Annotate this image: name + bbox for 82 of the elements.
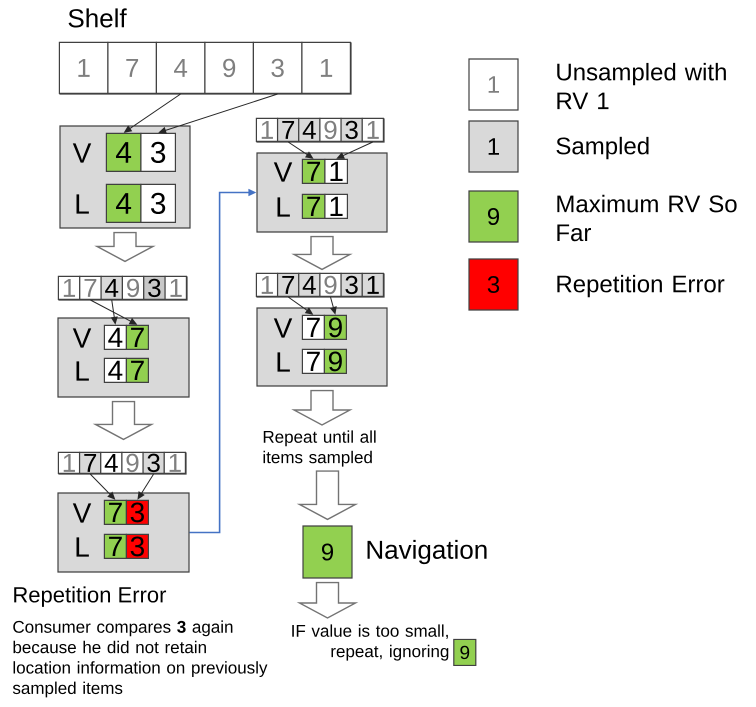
item-cell: 9 bbox=[319, 272, 342, 297]
item-cell: 4 bbox=[100, 452, 122, 474]
shelf-cell: 7 bbox=[107, 42, 158, 94]
item-strip bbox=[58, 452, 187, 475]
item-cell: 4 bbox=[298, 118, 320, 142]
item-cell: 7 bbox=[78, 452, 102, 474]
memory-cell: 4 bbox=[104, 324, 127, 350]
block-arrow bbox=[92, 400, 154, 440]
memory-cell: 3 bbox=[140, 184, 176, 223]
shelf-cell: 4 bbox=[156, 42, 206, 94]
memory-cell: 7 bbox=[302, 348, 325, 374]
shelf-cell: 1 bbox=[58, 42, 108, 94]
row-label: V bbox=[274, 318, 292, 338]
row-label: V bbox=[72, 328, 92, 348]
memory-cell: 4 bbox=[106, 132, 142, 172]
value-box: 9 bbox=[453, 638, 476, 666]
item-cell: 4 bbox=[298, 272, 320, 297]
row-label: L bbox=[76, 194, 89, 214]
item-cell: 4 bbox=[100, 276, 124, 300]
item-strip bbox=[256, 118, 385, 143]
block-arrow bbox=[296, 470, 358, 520]
shelf-cell: 9 bbox=[204, 42, 254, 94]
memory-cell: 1 bbox=[324, 158, 348, 184]
item-cell: 1 bbox=[58, 276, 80, 300]
memory-cell: 7 bbox=[126, 324, 149, 350]
memory-cell: 9 bbox=[324, 348, 347, 374]
item-cell: 1 bbox=[256, 272, 278, 297]
block-arrow bbox=[291, 236, 353, 270]
legend-text: Sampled bbox=[556, 136, 649, 160]
legend-text: Unsampled with RV 1 bbox=[557, 62, 726, 110]
item-cell: 3 bbox=[340, 272, 363, 297]
memory-cell: 7 bbox=[302, 194, 326, 219]
memory-cell: 3 bbox=[140, 132, 176, 172]
row-label: L bbox=[76, 361, 89, 381]
memory-cell: 7 bbox=[126, 358, 149, 383]
value-box: 9 bbox=[302, 525, 353, 579]
memory-cell: 1 bbox=[324, 194, 348, 219]
item-strip bbox=[58, 276, 188, 301]
item-cell: 7 bbox=[276, 118, 300, 142]
item-cell: 1 bbox=[362, 118, 384, 142]
memory-cell: 7 bbox=[104, 500, 127, 525]
item-cell: 1 bbox=[256, 118, 278, 142]
memory-cell: 7 bbox=[302, 158, 326, 184]
block-arrow bbox=[291, 390, 353, 426]
item-cell: 7 bbox=[276, 272, 300, 297]
block-arrow bbox=[296, 582, 358, 619]
item-cell: 1 bbox=[164, 276, 188, 300]
item-cell: 1 bbox=[362, 272, 384, 297]
step-text: Repeat until all items sampled bbox=[264, 430, 376, 467]
shelf-cell: 1 bbox=[301, 42, 352, 94]
row-label: V bbox=[274, 162, 292, 182]
item-cell: 9 bbox=[122, 276, 144, 300]
error-heading: Repetition Error bbox=[14, 586, 166, 607]
item-strip bbox=[256, 273, 385, 298]
memory-cell: 3 bbox=[126, 534, 149, 559]
block-arrow bbox=[94, 232, 156, 262]
memory-cell: 4 bbox=[106, 184, 142, 223]
item-cell: 3 bbox=[142, 452, 165, 474]
shelf-heading: Shelf bbox=[68, 8, 127, 28]
shelf-cell: 3 bbox=[252, 42, 302, 94]
row-label: L bbox=[278, 352, 290, 372]
note-text: IF value is too small, repeat, ignoring bbox=[292, 624, 448, 661]
item-cell: 7 bbox=[79, 276, 102, 300]
memory-cell: 7 bbox=[104, 534, 127, 559]
explanation-text: Consumer compares 3 again because he did not retain location information on previously sampled items bbox=[12, 620, 268, 698]
row-label: L bbox=[76, 537, 89, 557]
item-cell: 1 bbox=[58, 452, 80, 474]
row-label: L bbox=[278, 197, 290, 217]
legend-text: Maximum RV So Far bbox=[557, 194, 737, 242]
item-cell: 9 bbox=[121, 452, 144, 474]
memory-cell: 4 bbox=[104, 358, 127, 383]
item-cell: 1 bbox=[164, 452, 186, 474]
row-label: V bbox=[72, 503, 92, 523]
navigation-label: Navigation bbox=[368, 540, 487, 564]
legend-text: Repetition Error bbox=[557, 274, 724, 298]
item-cell: 3 bbox=[143, 276, 166, 300]
memory-cell: 7 bbox=[302, 314, 325, 340]
row-label: V bbox=[72, 143, 92, 163]
memory-cell: 3 bbox=[126, 500, 149, 525]
memory-cell: 9 bbox=[324, 314, 347, 340]
item-cell: 9 bbox=[319, 118, 342, 142]
item-cell: 3 bbox=[340, 118, 363, 142]
